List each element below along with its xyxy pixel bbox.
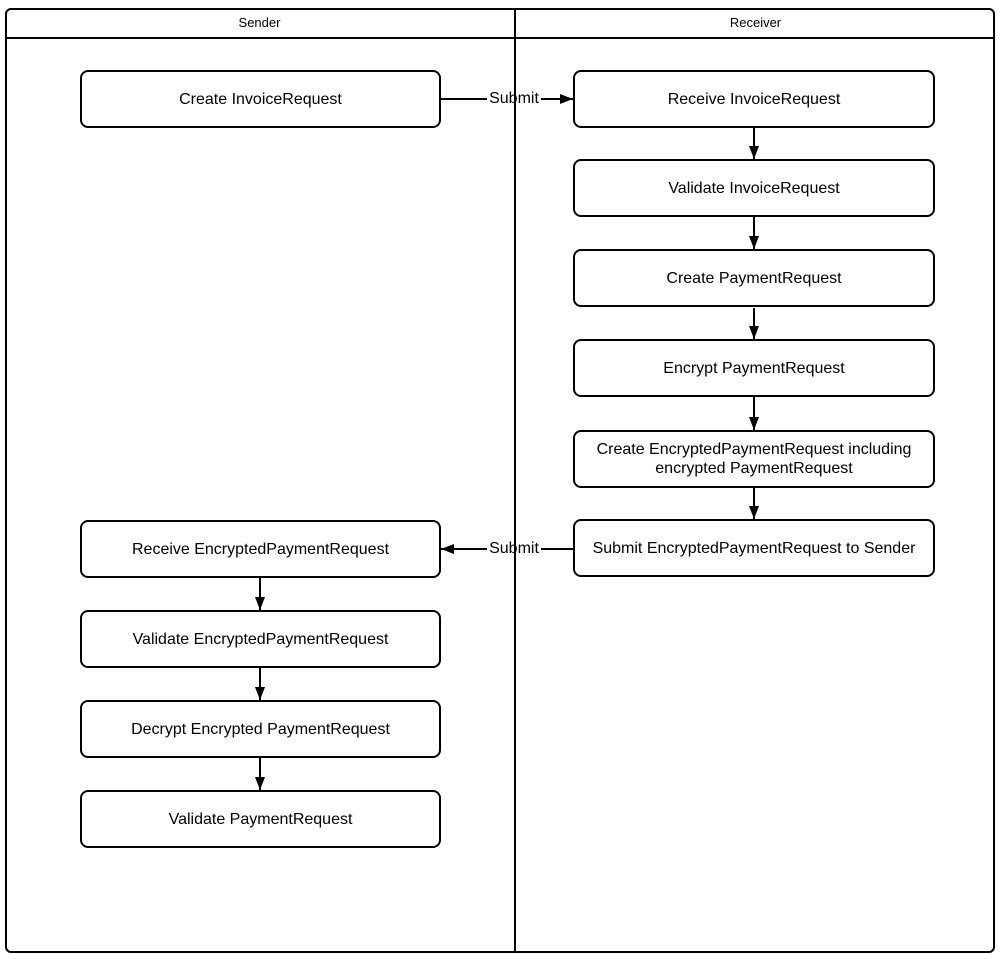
node-encrypt-payment-request: Encrypt PaymentRequest — [573, 339, 935, 397]
node-label: Submit EncryptedPaymentRequest to Sender — [592, 539, 916, 557]
node-label: Receive EncryptedPaymentRequest — [131, 540, 390, 558]
lane-label-sender: Sender — [238, 15, 281, 30]
message-label-submit-encrypted: Submit — [489, 540, 539, 557]
diagram-frame — [5, 8, 995, 953]
node-create-invoice-request: Create InvoiceRequest — [80, 70, 441, 128]
lane-label-receiver: Receiver — [729, 15, 782, 30]
node-decrypt-encrypted-payment-request: Decrypt Encrypted PaymentRequest — [80, 700, 441, 758]
lane-header-separator — [5, 37, 995, 39]
node-label: Create InvoiceRequest — [179, 90, 342, 108]
lane-header-sender: Sender — [5, 8, 514, 37]
node-receive-encrypted-payment-request: Receive EncryptedPaymentRequest — [80, 520, 441, 578]
node-submit-encrypted-payment-request: Submit EncryptedPaymentRequest to Sender — [573, 519, 935, 577]
node-validate-invoice-request: Validate InvoiceRequest — [573, 159, 935, 217]
lane-divider — [514, 8, 516, 953]
node-label: Create PaymentRequest — [666, 269, 842, 287]
node-label: Validate EncryptedPaymentRequest — [132, 630, 389, 648]
node-label: Validate PaymentRequest — [168, 810, 353, 828]
node-label: Decrypt Encrypted PaymentRequest — [131, 720, 390, 738]
node-label: Validate InvoiceRequest — [668, 179, 840, 197]
node-receive-invoice-request: Receive InvoiceRequest — [573, 70, 935, 128]
node-create-encrypted-payment-request: Create EncryptedPaymentRequest including… — [573, 430, 935, 488]
node-label: Encrypt PaymentRequest — [663, 359, 845, 377]
node-label: Create EncryptedPaymentRequest including… — [596, 441, 912, 477]
message-label-submit-invoice: Submit — [489, 90, 539, 107]
lane-header-receiver: Receiver — [516, 8, 995, 37]
node-validate-encrypted-payment-request: Validate EncryptedPaymentRequest — [80, 610, 441, 668]
node-create-payment-request: Create PaymentRequest — [573, 249, 935, 307]
node-label: Receive InvoiceRequest — [667, 90, 841, 108]
node-validate-payment-request: Validate PaymentRequest — [80, 790, 441, 848]
